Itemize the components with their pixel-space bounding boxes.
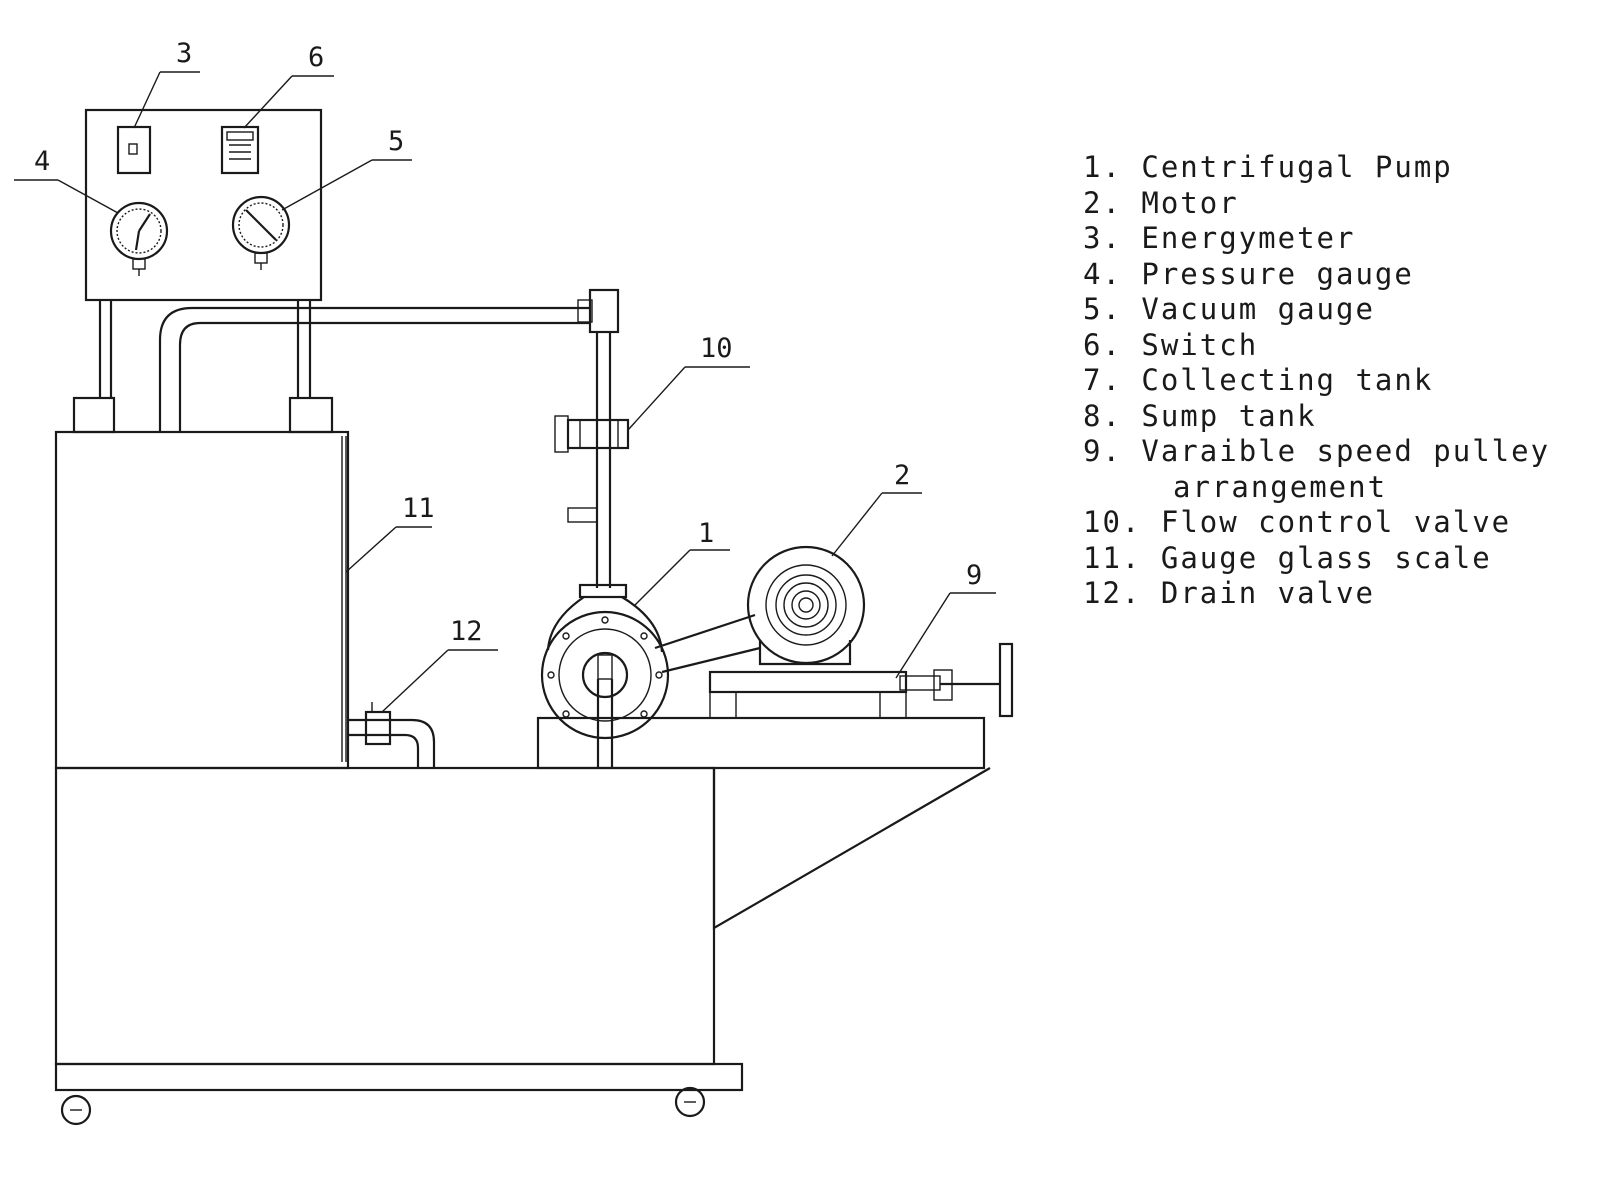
belt bbox=[654, 613, 761, 674]
legend-text: Switch bbox=[1141, 327, 1259, 362]
pressure-gauge bbox=[109, 201, 169, 276]
legend-text: Varaible speed pulley bbox=[1141, 434, 1551, 468]
parts-legend: 1. Centrifugal Pump 2. Motor 3. Energyme… bbox=[1083, 150, 1593, 612]
switch bbox=[220, 125, 260, 175]
legend-text: Gauge glass scale bbox=[1160, 540, 1492, 575]
panel-piping bbox=[98, 288, 620, 588]
legend-item-7: 7. Collecting tank bbox=[1083, 363, 1593, 399]
legend-text: Sump tank bbox=[1141, 398, 1317, 433]
legend-text: Centrifugal Pump bbox=[1141, 150, 1453, 184]
callout-1: 1 bbox=[698, 518, 714, 549]
energymeter bbox=[116, 125, 152, 175]
centrifugal-pump bbox=[540, 583, 670, 768]
legend-text: Vacuum gauge bbox=[1141, 292, 1375, 326]
legend-item-3: 3. Energymeter bbox=[1083, 221, 1593, 257]
legend-item-1: 1. Centrifugal Pump bbox=[1083, 150, 1593, 186]
variable-speed-pulley-arrangement bbox=[708, 642, 1014, 719]
legend-item-8: 8. Sump tank bbox=[1083, 399, 1593, 435]
collecting-tank bbox=[54, 396, 350, 770]
callout-3: 3 bbox=[176, 38, 192, 69]
sump-tank bbox=[54, 766, 744, 1092]
legend-num: 11. bbox=[1083, 540, 1142, 575]
legend-num: 8. bbox=[1083, 398, 1122, 433]
legend-text: Energymeter bbox=[1141, 221, 1356, 255]
legend-num: 1. bbox=[1083, 150, 1122, 184]
legend-item-4: 4. Pressure gauge bbox=[1083, 257, 1593, 293]
legend-item-12: 12. Drain valve bbox=[1083, 576, 1593, 612]
callout-10: 10 bbox=[700, 333, 733, 364]
legend-item-2: 2. Motor bbox=[1083, 186, 1593, 222]
legend-text: Motor bbox=[1141, 185, 1239, 220]
callout-9: 9 bbox=[966, 560, 982, 591]
legend-num: 3. bbox=[1083, 221, 1122, 255]
legend-text: arrangement bbox=[1173, 469, 1388, 504]
flow-control-valve bbox=[554, 415, 630, 523]
legend-item-6: 6. Switch bbox=[1083, 328, 1593, 364]
wheels bbox=[60, 1086, 706, 1126]
legend-item-10: 10. Flow control valve bbox=[1083, 505, 1593, 541]
legend-item-11: 11. Gauge glass scale bbox=[1083, 541, 1593, 577]
legend-num: 6. bbox=[1083, 327, 1122, 362]
legend-item-9: 9. Varaible speed pulley bbox=[1083, 434, 1593, 470]
motor bbox=[746, 545, 866, 666]
control-panel bbox=[84, 108, 323, 302]
callout-11: 11 bbox=[402, 493, 435, 524]
base-platform bbox=[536, 716, 991, 930]
callout-12: 12 bbox=[450, 616, 483, 647]
legend-num: 10. bbox=[1083, 505, 1142, 539]
vacuum-gauge bbox=[231, 195, 291, 270]
legend-text: Drain valve bbox=[1160, 576, 1375, 610]
legend-num: 7. bbox=[1083, 363, 1122, 397]
callout-2: 2 bbox=[894, 460, 910, 491]
callout-6: 6 bbox=[308, 42, 324, 73]
legend-text: Pressure gauge bbox=[1141, 256, 1414, 291]
legend-num: 12. bbox=[1083, 576, 1142, 610]
callout-4: 4 bbox=[34, 146, 50, 177]
legend-item-5: 5. Vacuum gauge bbox=[1083, 292, 1593, 328]
callout-5: 5 bbox=[388, 126, 404, 157]
drain-valve bbox=[348, 702, 436, 768]
legend-item-9-continued: arrangement bbox=[1083, 470, 1593, 506]
legend-text: Collecting tank bbox=[1141, 363, 1434, 397]
legend-num: 9. bbox=[1083, 434, 1122, 468]
legend-text: Flow control valve bbox=[1160, 505, 1512, 539]
legend-num: 2. bbox=[1083, 185, 1122, 220]
leader-lines bbox=[14, 71, 996, 713]
legend-num: 4. bbox=[1083, 256, 1122, 291]
legend-num: 5. bbox=[1083, 292, 1122, 326]
